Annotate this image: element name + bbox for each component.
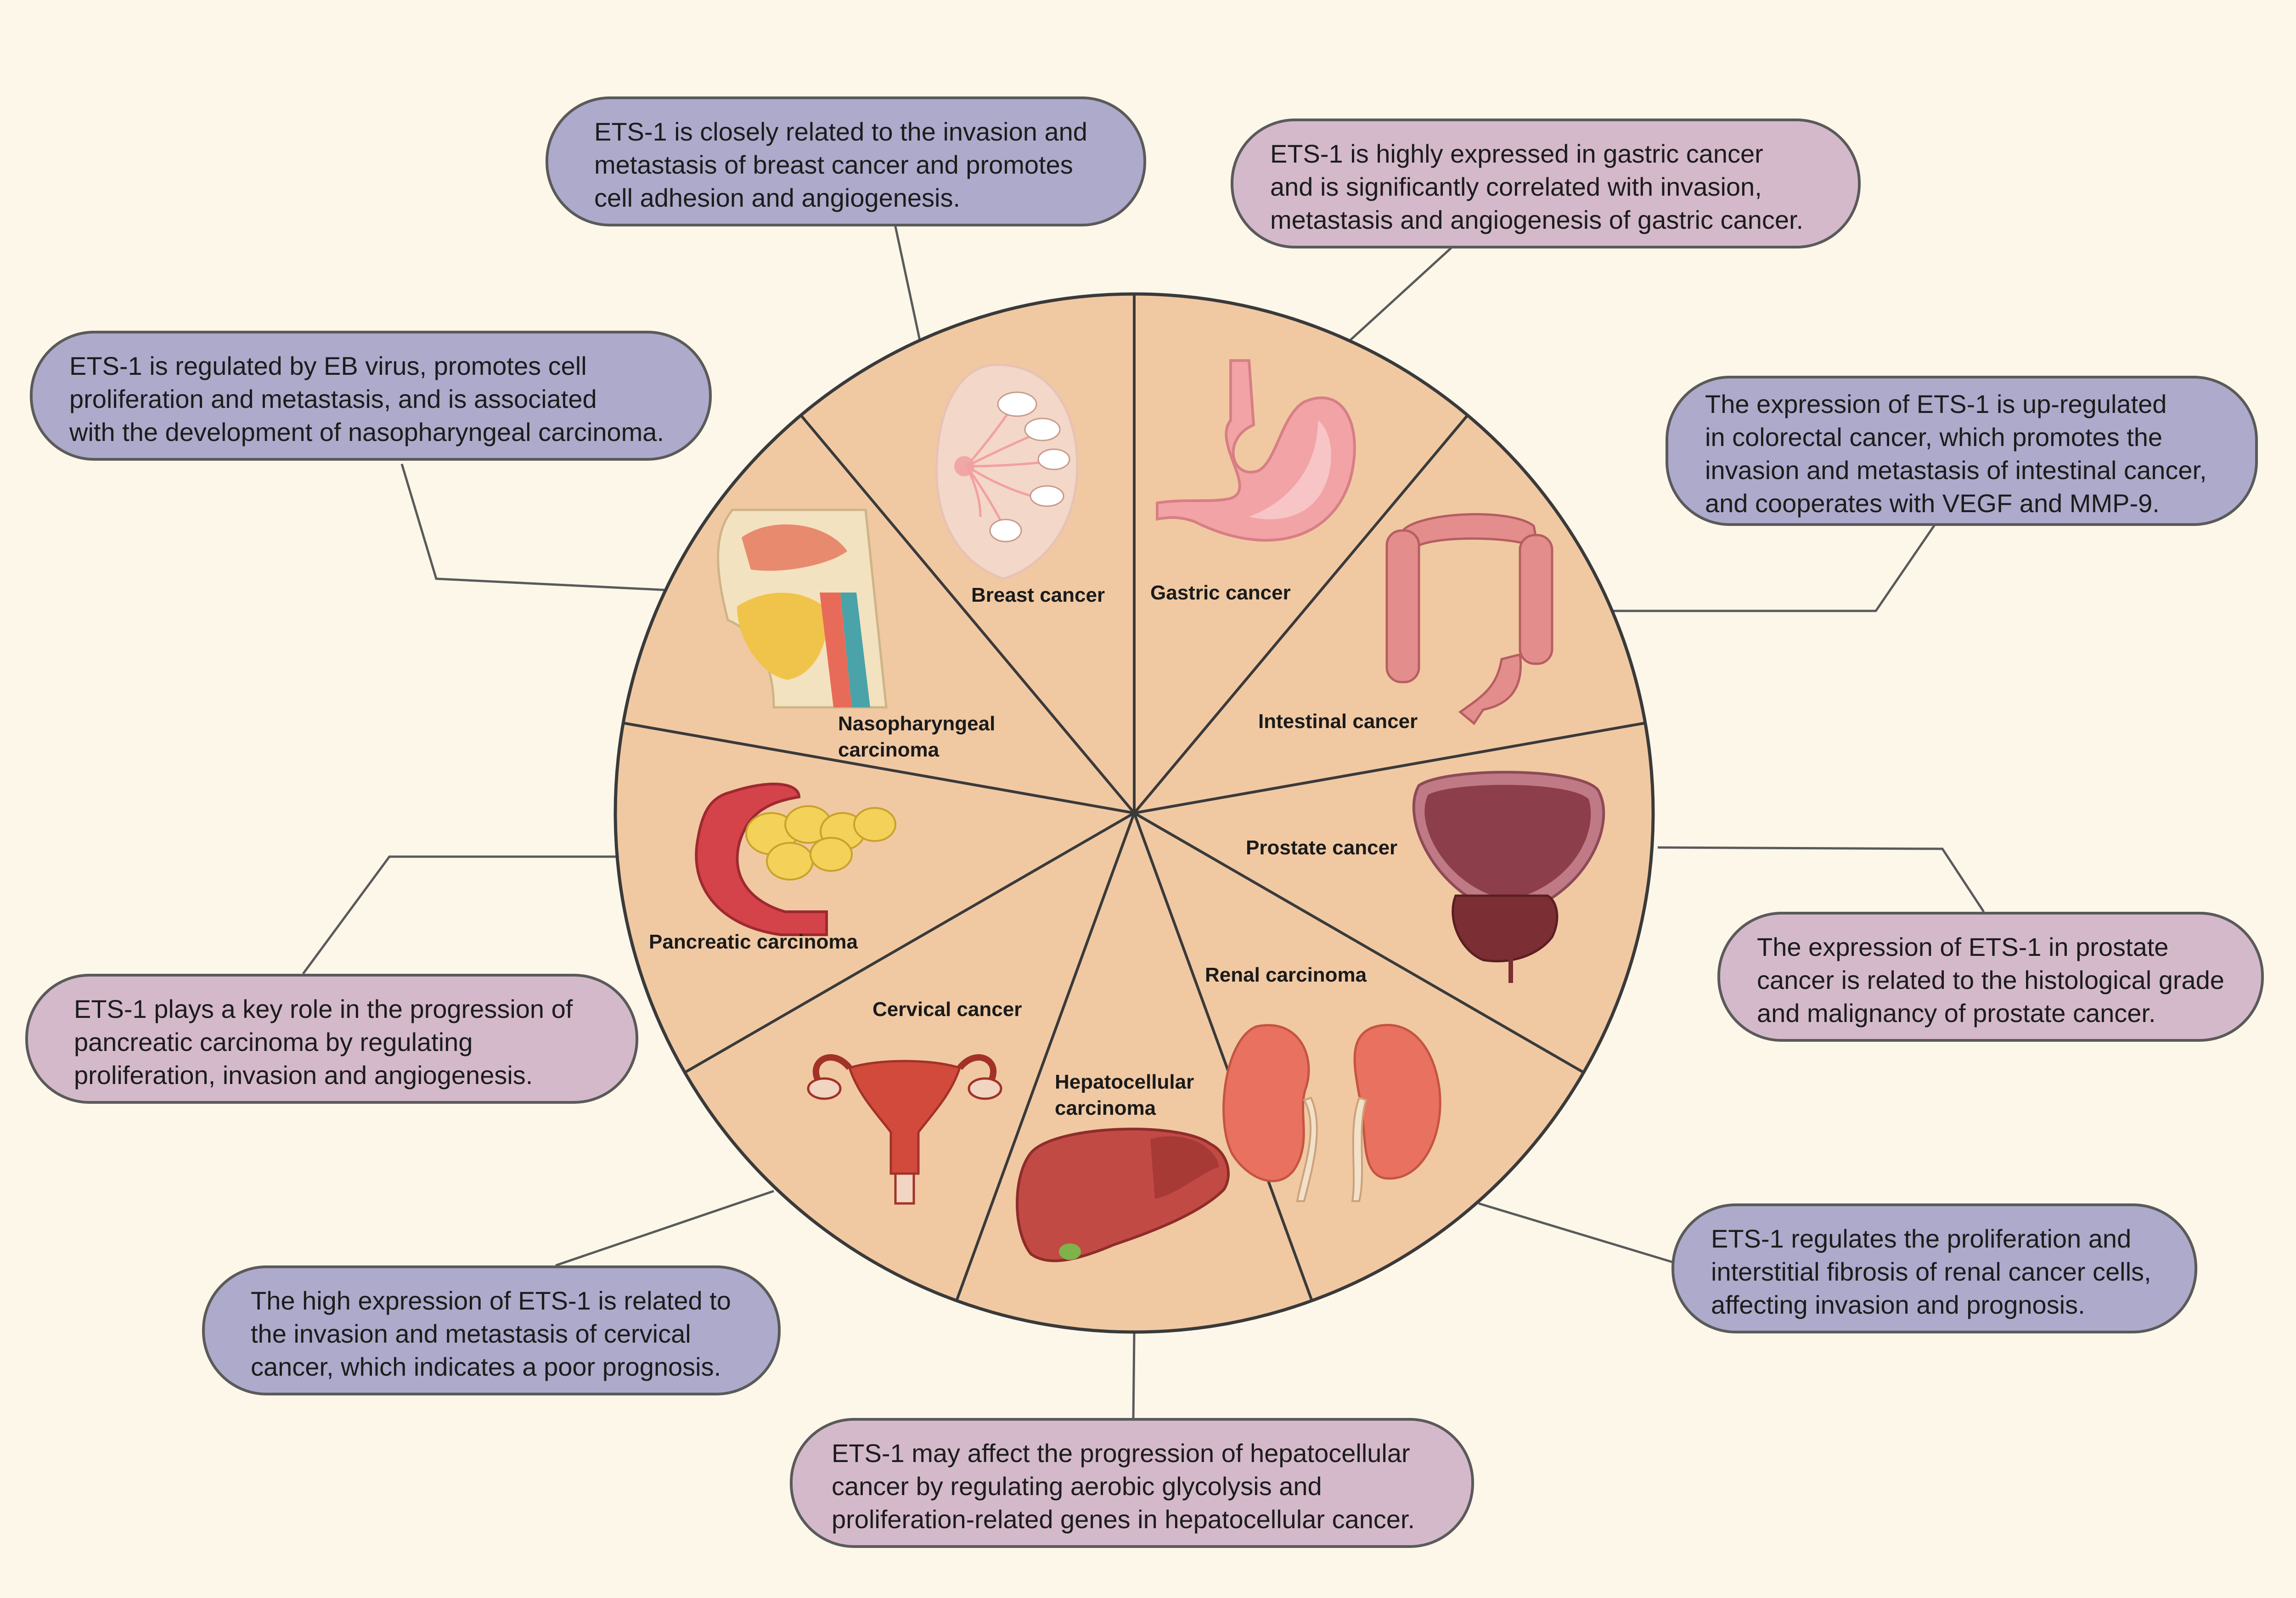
box-breast: ETS-1 is closely related to the invasion… bbox=[546, 96, 1146, 226]
connector-hepatocellular bbox=[1132, 1332, 1136, 1420]
connector-renal bbox=[1478, 1202, 1677, 1265]
prostate-bladder-icon bbox=[1412, 771, 1605, 983]
box-renal: ETS-1 regulates the proliferation and in… bbox=[1671, 1203, 2197, 1333]
connector-pancreatic bbox=[302, 855, 618, 975]
kidneys-icon bbox=[1222, 1024, 1441, 1202]
uterus-icon bbox=[807, 1054, 1002, 1205]
segment-label-nasopharyngeal-line2: carcinoma bbox=[838, 739, 940, 761]
segment-label-breast: Breast cancer bbox=[971, 584, 1105, 606]
box-nasopharyngeal: ETS-1 is regulated by EB virus, promotes… bbox=[30, 331, 712, 461]
segment-label-nasopharyngeal-line1: Nasopharyngeal bbox=[838, 712, 995, 735]
connector-cervical bbox=[555, 1190, 774, 1267]
nasopharynx-icon bbox=[717, 508, 888, 709]
box-cervical: The high expression of ETS-1 is related … bbox=[202, 1265, 781, 1395]
box-hepatocellular: ETS-1 may affect the progression of hepa… bbox=[790, 1418, 1474, 1548]
connector-breast bbox=[892, 215, 922, 345]
segment-label-hepatocellular-line1: Hepatocellular bbox=[1055, 1071, 1194, 1093]
connector-prostate bbox=[1657, 846, 1985, 913]
breast-icon bbox=[935, 363, 1079, 580]
wheel-dividers bbox=[623, 294, 1646, 1302]
connector-gastric bbox=[1345, 247, 1452, 345]
box-gastric: ETS-1 is highly expressed in gastric can… bbox=[1231, 119, 1861, 248]
segment-label-gastric: Gastric cancer bbox=[1150, 582, 1291, 604]
liver-icon bbox=[1016, 1127, 1230, 1262]
box-intestinal: The expression of ETS-1 is up-regulated … bbox=[1666, 376, 2258, 526]
stomach-icon bbox=[1156, 359, 1356, 542]
connector-intestinal bbox=[1607, 523, 1937, 612]
segment-label-renal: Renal carcinoma bbox=[1205, 964, 1367, 986]
connectors bbox=[302, 215, 1985, 1420]
box-prostate: The expression of ETS-1 in prostate canc… bbox=[1717, 912, 2264, 1042]
pancreas-icon bbox=[695, 782, 896, 936]
segment-label-prostate: Prostate cancer bbox=[1246, 836, 1397, 859]
segment-label-cervical: Cervical cancer bbox=[872, 998, 1022, 1021]
colon-icon bbox=[1385, 513, 1553, 725]
segment-label-hepatocellular-line2: carcinoma bbox=[1055, 1097, 1156, 1119]
connector-nasopharyngeal bbox=[400, 463, 671, 592]
segment-label-intestinal: Intestinal cancer bbox=[1258, 710, 1418, 733]
segment-label-pancreatic: Pancreatic carcinoma bbox=[649, 931, 858, 953]
box-pancreatic: ETS-1 plays a key role in the progressio… bbox=[25, 974, 638, 1104]
